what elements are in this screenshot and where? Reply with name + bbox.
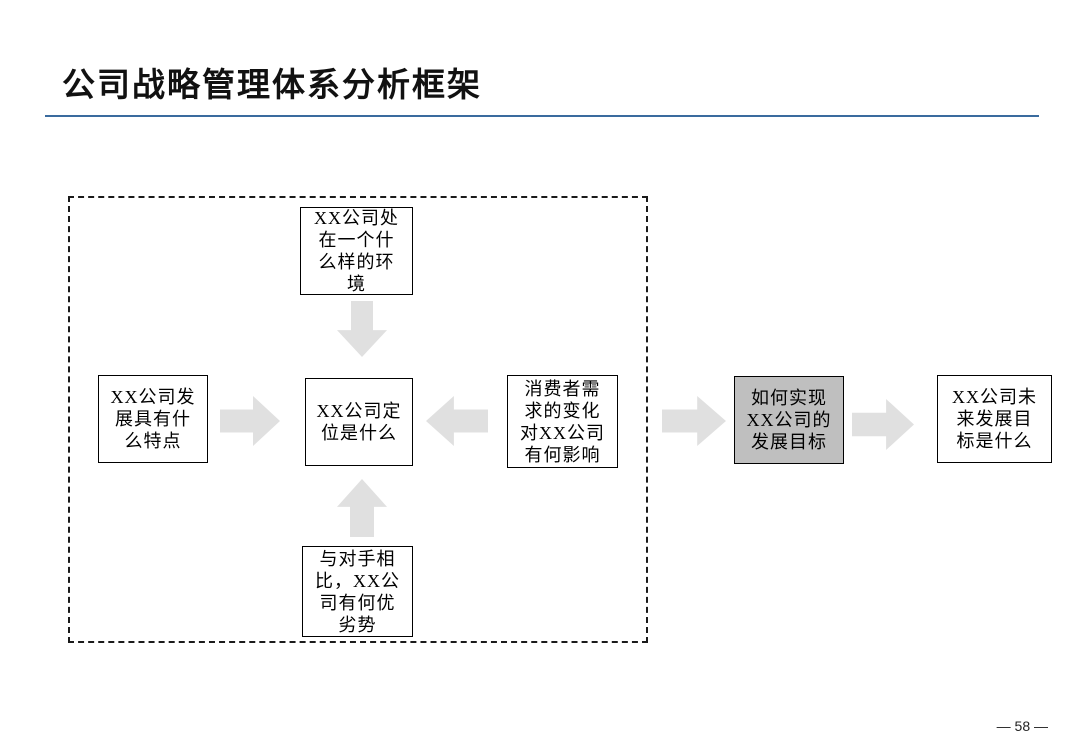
- diagram-box-how-achieve-goal: 如何实现 XX公司的 发展目标: [734, 376, 844, 464]
- diagram-box-positioning: XX公司定 位是什么: [305, 378, 413, 466]
- arrow-right-icon: [852, 399, 914, 450]
- arrow-right-icon: [662, 396, 726, 446]
- diagram-box-competitor-comparison: 与对手相 比，XX公 司有何优 劣势: [302, 546, 413, 637]
- page-number: — 58 —: [996, 718, 1048, 734]
- diagram-box-future-goal: XX公司未 来发展目 标是什么: [937, 375, 1052, 463]
- analysis-dashed-frame: [68, 196, 648, 643]
- diagram-box-consumer-demand: 消费者需 求的变化 对XX公司 有何影响: [507, 375, 618, 468]
- diagram-box-features: XX公司发 展具有什 么特点: [98, 375, 208, 463]
- page-title: 公司战略管理体系分析框架: [62, 68, 482, 104]
- diagram-box-environment: XX公司处 在一个什 么样的环 境: [300, 207, 413, 295]
- title-divider: [45, 115, 1039, 117]
